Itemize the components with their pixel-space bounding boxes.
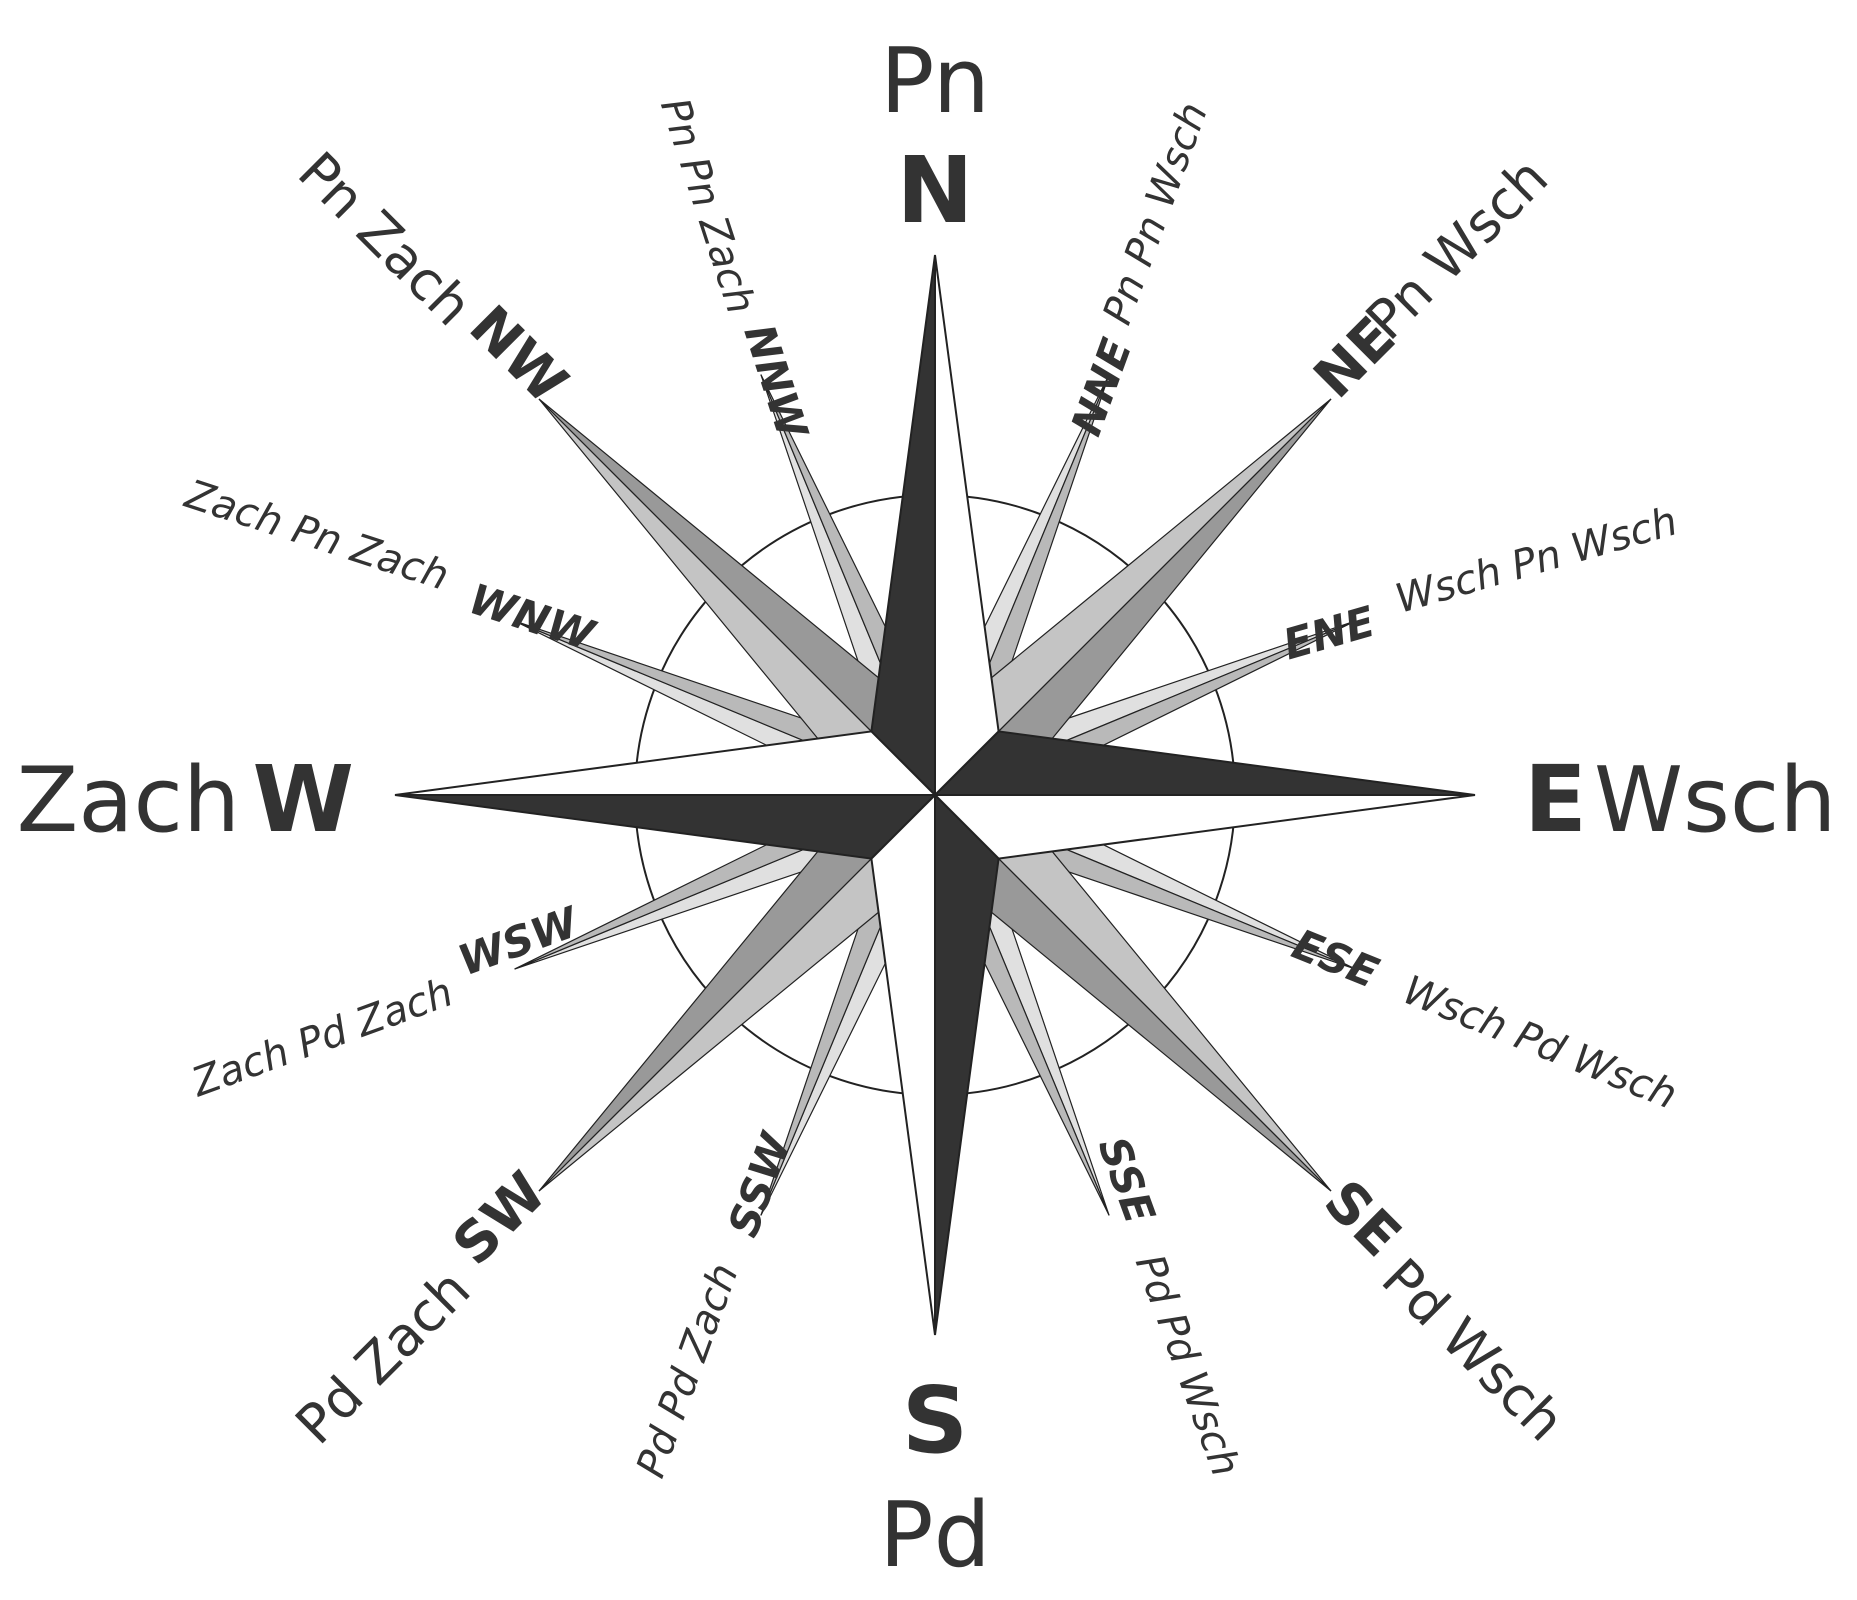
label-name-s: Pd: [879, 1483, 990, 1588]
label-code-nnw: NNW: [734, 318, 817, 447]
label-name-ese: Wsch Pd Wsch: [1397, 967, 1684, 1118]
ray-s-dark: [934, 792, 1000, 1336]
label-code-ssw: SSW: [718, 1125, 801, 1243]
label-name-se: Pd Wsch: [1370, 1247, 1577, 1454]
label-name-nne: Pn Pn Wsch: [1094, 97, 1217, 331]
ray-n-light: [934, 254, 1000, 798]
label-name-ne: Pn Wsch: [1354, 146, 1560, 352]
label-name-ene: Wsch Pn Wsch: [1391, 498, 1683, 622]
label-code-wsw: WSW: [452, 896, 587, 985]
ray-e-dark: [932, 730, 1476, 796]
ray-s-light: [870, 792, 936, 1336]
label-name-nnw: Pn Pn Zach: [651, 93, 764, 320]
label-code-s: S: [902, 1367, 968, 1474]
label-name-ssw: Pd Pd Zach: [628, 1258, 748, 1484]
label-code-sw: SW: [441, 1160, 559, 1278]
ray-e-light: [932, 794, 1476, 860]
label-name-wnw: Zach Pn Zach: [179, 471, 454, 600]
label-name-w: Zach: [17, 748, 240, 853]
label-code-nne: NNE: [1061, 332, 1141, 442]
ray-n-dark: [870, 254, 936, 798]
label-name-nw: Pn Zach: [286, 140, 484, 338]
label-code-wnw: WNW: [463, 574, 602, 661]
label-name-sse: Pd Pd Wsch: [1126, 1249, 1249, 1483]
ray-w-light: [394, 730, 938, 796]
label-code-w: W: [253, 746, 354, 853]
label-code-ene: ENE: [1278, 597, 1381, 670]
label-code-sse: SSE: [1089, 1130, 1165, 1229]
label-code-se: SE: [1311, 1168, 1413, 1270]
label-code-e: E: [1524, 746, 1587, 853]
label-code-nw: NW: [457, 294, 580, 417]
compass-rose: [394, 254, 1476, 1336]
label-name-sw: Pd Zach: [284, 1258, 483, 1457]
label-code-ese: ESE: [1286, 919, 1386, 997]
ray-w-dark: [394, 794, 938, 860]
label-code-n: N: [897, 137, 974, 244]
label-name-e: Wsch: [1594, 748, 1836, 853]
label-name-wsw: Zach Pd Zach: [185, 969, 459, 1106]
label-name-n: Pn: [880, 29, 990, 134]
